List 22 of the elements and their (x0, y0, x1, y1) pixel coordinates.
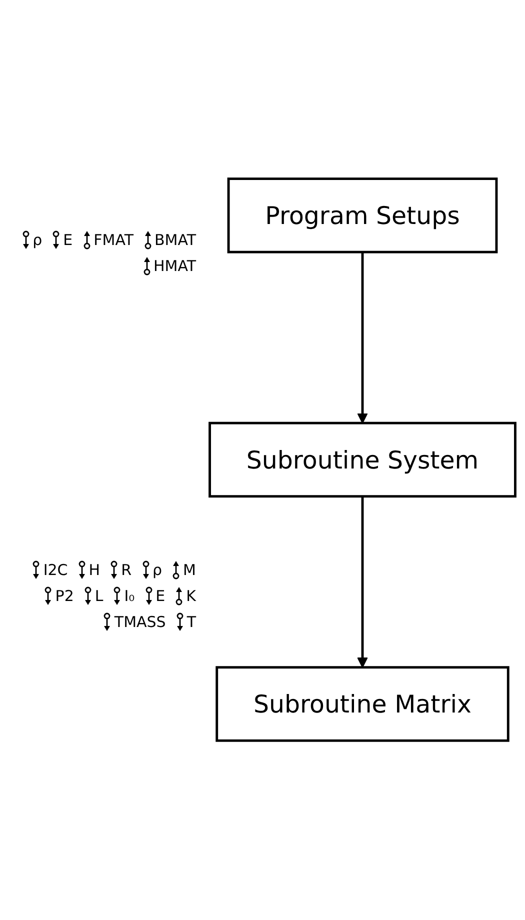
data-couple-label: I2C (43, 561, 68, 579)
data-couple-label: HMAT (154, 257, 196, 275)
data-couple-label: H (88, 561, 100, 579)
arrow (357, 496, 368, 668)
data-couple-label: I₀ (124, 587, 135, 605)
arrow (357, 252, 368, 424)
data-couple-label: TMASS (114, 613, 166, 631)
data-couple-label: E (63, 231, 73, 249)
data-couple-label: R (121, 561, 132, 579)
data-couple-label: FMAT (94, 231, 134, 249)
data-couple-label: ρ (152, 561, 162, 579)
data-couple-label: T (186, 613, 196, 631)
data-couple-label: ρ (32, 231, 42, 249)
data-couple-label: E (156, 587, 166, 605)
node-box: Program Setups (227, 178, 498, 254)
data-couple-label: L (94, 587, 104, 605)
data-couple-label: M (183, 561, 196, 579)
node-box: Subroutine Matrix (216, 666, 510, 742)
node-box: Subroutine System (208, 422, 516, 498)
data-couple-label: K (186, 587, 196, 605)
data-couple-label: BMAT (154, 231, 196, 249)
data-couple-label: P2 (55, 587, 74, 605)
